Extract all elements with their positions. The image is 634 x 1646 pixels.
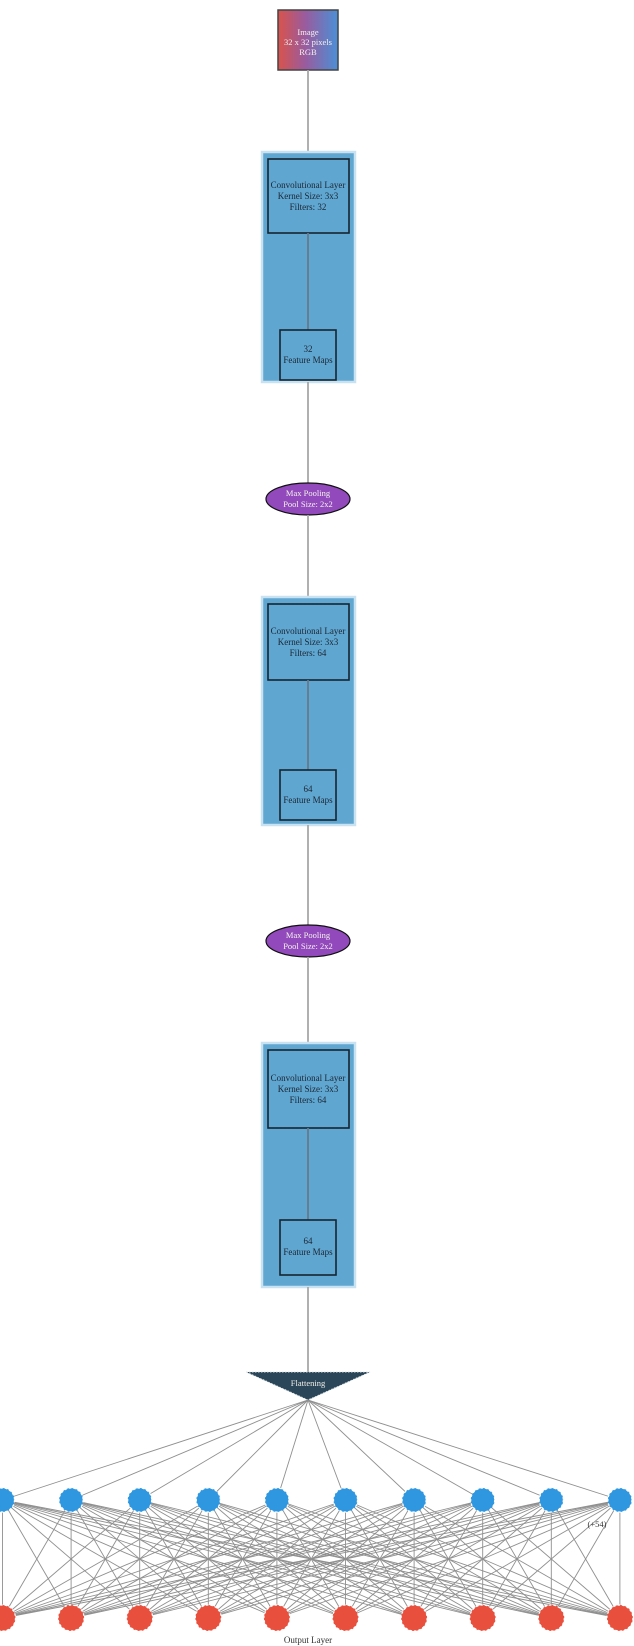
conv-label-line: Kernel Size: 3x3	[278, 637, 339, 647]
output-node	[400, 1604, 428, 1632]
dense-to-output-edge	[2, 1499, 278, 1619]
max-pooling-1: Max Pooling Pool Size: 2x2	[265, 482, 351, 516]
flatten-to-dense-edge	[307, 1399, 346, 1501]
conv-block-1-feature-box	[279, 329, 337, 381]
dense-to-output-edge	[2, 1499, 140, 1619]
input-label-line: RGB	[299, 47, 317, 57]
feature-maps-line: Feature Maps	[283, 355, 333, 365]
conv-label-line: Convolutional Layer	[271, 180, 346, 190]
dense-to-output-edge	[2, 1499, 346, 1619]
dense-node	[401, 1487, 427, 1513]
dense-to-output-edge	[208, 1499, 621, 1619]
flatten-layer: Flattening	[245, 1371, 371, 1401]
dense-node	[332, 1487, 359, 1513]
dense-to-output-edge	[482, 1499, 621, 1619]
pool-label-line: Pool Size: 2x2	[283, 941, 333, 951]
dense-to-output-edge	[2, 1499, 415, 1619]
conv-block-1: Convolutional Layer Kernel Size: 3x3 Fil…	[260, 150, 357, 384]
conv-block-3: Convolutional Layer Kernel Size: 3x3 Fil…	[260, 1041, 357, 1289]
dense-node	[195, 1487, 221, 1513]
dense-node	[127, 1487, 153, 1513]
conv-block-2: Convolutional Layer Kernel Size: 3x3 Fil…	[260, 595, 357, 827]
output-node	[606, 1604, 634, 1632]
dense-node	[264, 1487, 290, 1513]
feature-maps-line: Feature Maps	[283, 1247, 333, 1257]
conv-label-line: Filters: 64	[290, 648, 327, 658]
max-pooling-2: Max Pooling Pool Size: 2x2	[265, 924, 351, 958]
dense-node	[607, 1487, 633, 1513]
dense-to-output-edge	[139, 1499, 621, 1619]
conv-label-line: Kernel Size: 3x3	[278, 191, 339, 201]
flatten-to-dense-edge	[70, 1399, 309, 1501]
dense-node	[538, 1487, 564, 1513]
dense-to-output-edge	[2, 1499, 552, 1619]
feature-maps-line: 32	[304, 344, 313, 354]
conv-label-line: Kernel Size: 3x3	[278, 1084, 339, 1094]
output-node	[537, 1604, 565, 1632]
feature-maps-line: Feature Maps	[283, 795, 333, 805]
conv-label-line: Convolutional Layer	[271, 1073, 346, 1083]
output-node	[126, 1604, 154, 1632]
dense-overflow-note: (+54)	[588, 1519, 607, 1529]
conv-label-line: Filters: 32	[290, 202, 327, 212]
output-node	[0, 1604, 17, 1632]
pool-label-line: Max Pooling	[286, 488, 331, 498]
flatten-to-dense-edge	[307, 1399, 415, 1501]
flatten-to-dense-edge	[207, 1399, 309, 1501]
flatten-to-dense-edge	[139, 1399, 309, 1501]
conv-label-line: Filters: 64	[290, 1095, 327, 1105]
output-node	[57, 1604, 85, 1632]
input-label-line: Image	[297, 27, 318, 37]
input-image-rect	[277, 9, 339, 71]
dense-node	[470, 1487, 496, 1513]
output-node	[331, 1604, 360, 1632]
dense-to-output-edge	[550, 1499, 621, 1619]
output-node	[263, 1604, 291, 1632]
dense-to-output-edge	[276, 1499, 621, 1619]
output-node	[194, 1604, 222, 1632]
conv-block-2-feature-box	[279, 769, 337, 821]
dense-network	[0, 1399, 634, 1632]
dense-to-output-edge	[2, 1499, 483, 1619]
flatten-to-dense-edge	[307, 1399, 621, 1501]
flatten-to-dense-edge	[276, 1399, 309, 1501]
flatten-to-dense-edge	[307, 1399, 483, 1501]
flatten-label: Flattening	[291, 1378, 326, 1388]
dense-to-output-edge	[2, 1499, 209, 1619]
flatten-to-dense-edge	[2, 1399, 309, 1501]
pool-label-line: Max Pooling	[286, 930, 331, 940]
dense-to-output-edge	[2, 1499, 620, 1619]
dense-node	[58, 1487, 84, 1513]
feature-maps-line: 64	[304, 1236, 314, 1246]
conv-label-line: Convolutional Layer	[271, 626, 346, 636]
pool-label-line: Pool Size: 2x2	[283, 499, 333, 509]
output-layer-label: Output Layer	[284, 1635, 332, 1645]
dense-to-output-edge	[71, 1499, 620, 1619]
dense-to-output-edge	[2, 1499, 72, 1619]
dense-to-output-edge	[345, 1499, 621, 1619]
flatten-triangle	[245, 1371, 371, 1401]
input-label-line: 32 x 32 pixels	[284, 37, 332, 47]
conv-block-3-feature-box	[279, 1219, 337, 1276]
feature-maps-line: 64	[304, 784, 314, 794]
dense-to-output-edge	[413, 1499, 621, 1619]
flatten-to-dense-edge	[307, 1399, 552, 1501]
dense-node	[0, 1487, 16, 1513]
output-node	[469, 1604, 497, 1632]
input-image-box: Image 32 x 32 pixels RGB	[277, 9, 339, 71]
